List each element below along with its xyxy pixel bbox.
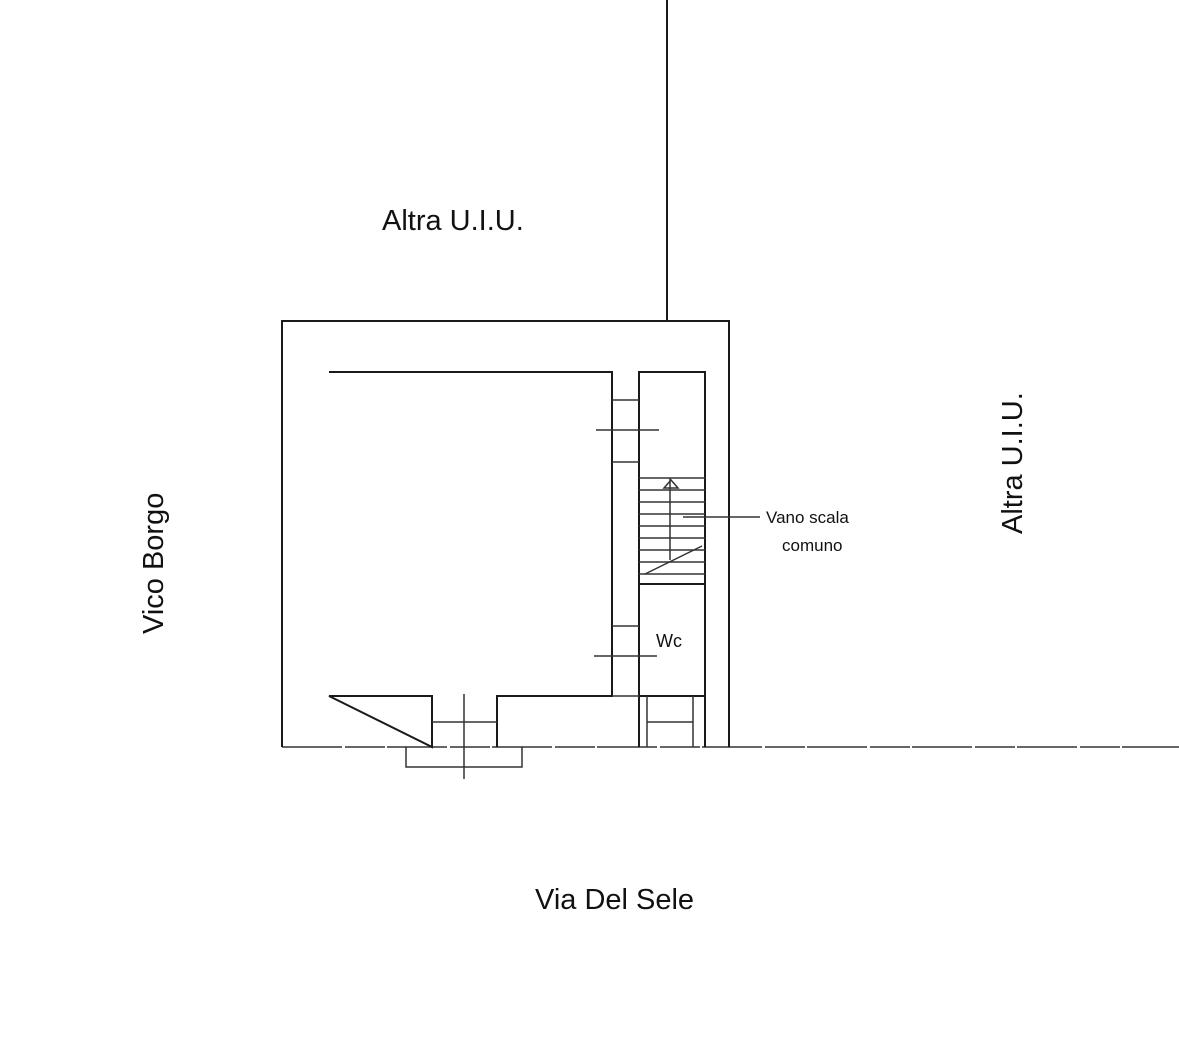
entrance-step bbox=[405, 747, 523, 768]
wc-door-jambs bbox=[646, 696, 694, 747]
main-room bbox=[328, 371, 613, 749]
outer-wall bbox=[281, 320, 730, 747]
label-stair-line2: comuno bbox=[782, 536, 842, 555]
label-north-neighbour: Altra U.I.U. bbox=[382, 205, 524, 237]
label-east-neighbour: Altra U.I.U. bbox=[997, 392, 1029, 534]
stair-and-wc-block bbox=[638, 371, 706, 747]
stair-direction-arrow bbox=[662, 478, 680, 489]
stair-break-line bbox=[644, 545, 703, 575]
label-south-street: Via Del Sele bbox=[535, 884, 694, 916]
label-wc: Wc bbox=[656, 631, 682, 651]
label-stair-line1: Vano scala bbox=[766, 508, 849, 527]
label-west-street: Vico Borgo bbox=[138, 493, 170, 634]
wall-opening-frames bbox=[612, 399, 639, 697]
stair-treads bbox=[639, 477, 705, 575]
